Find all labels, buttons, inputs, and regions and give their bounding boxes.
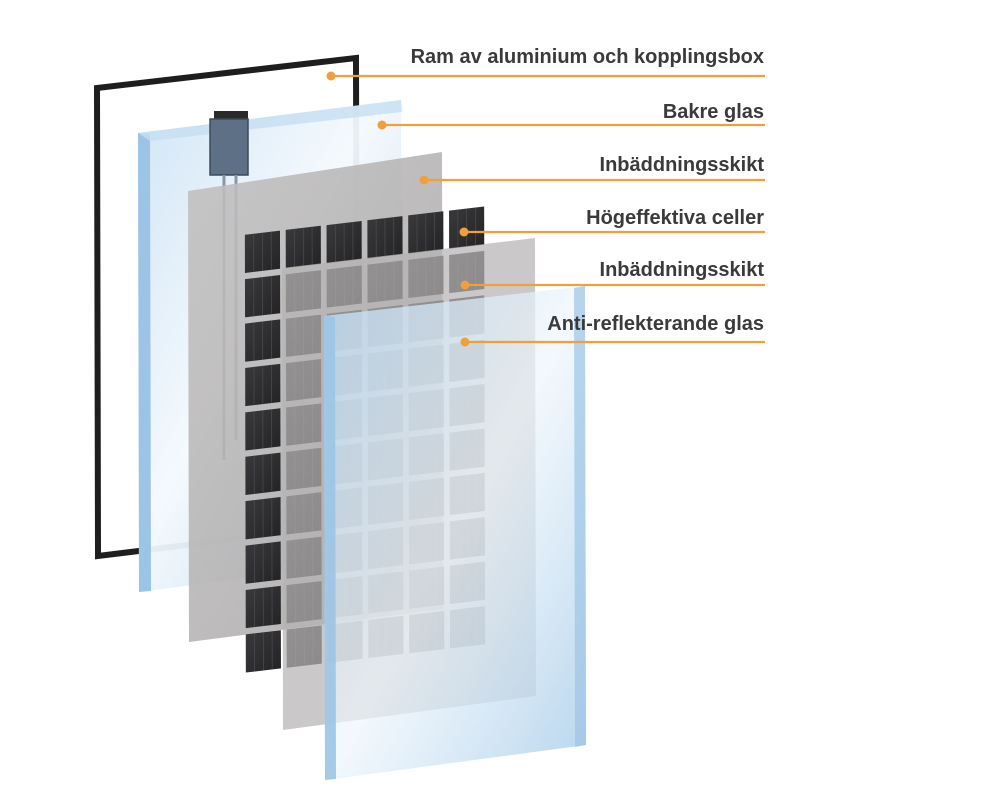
label-cells: Högeffektiva celler: [586, 207, 764, 229]
layer-callouts: Ram av aluminium och kopplingsbox Bakre …: [326, 46, 765, 347]
anti-reflective-glass: [324, 286, 586, 780]
label-front-encapsulant: Inbäddningsskikt: [600, 259, 765, 281]
label-rear-encapsulant: Inbäddningsskikt: [600, 154, 765, 176]
callout-back-glass: Bakre glas: [377, 101, 765, 130]
label-back-glass: Bakre glas: [663, 101, 764, 123]
label-frame: Ram av aluminium och kopplingsbox: [411, 46, 764, 68]
callout-frame: Ram av aluminium och kopplingsbox: [326, 46, 765, 81]
callout-cells: Högeffektiva celler: [459, 207, 765, 237]
label-front-glass: Anti-reflekterande glas: [547, 313, 764, 335]
callout-front-encapsulant: Inbäddningsskikt: [460, 259, 765, 290]
callout-front-glass: Anti-reflekterande glas: [460, 313, 765, 347]
callout-rear-encapsulant: Inbäddningsskikt: [419, 154, 765, 185]
